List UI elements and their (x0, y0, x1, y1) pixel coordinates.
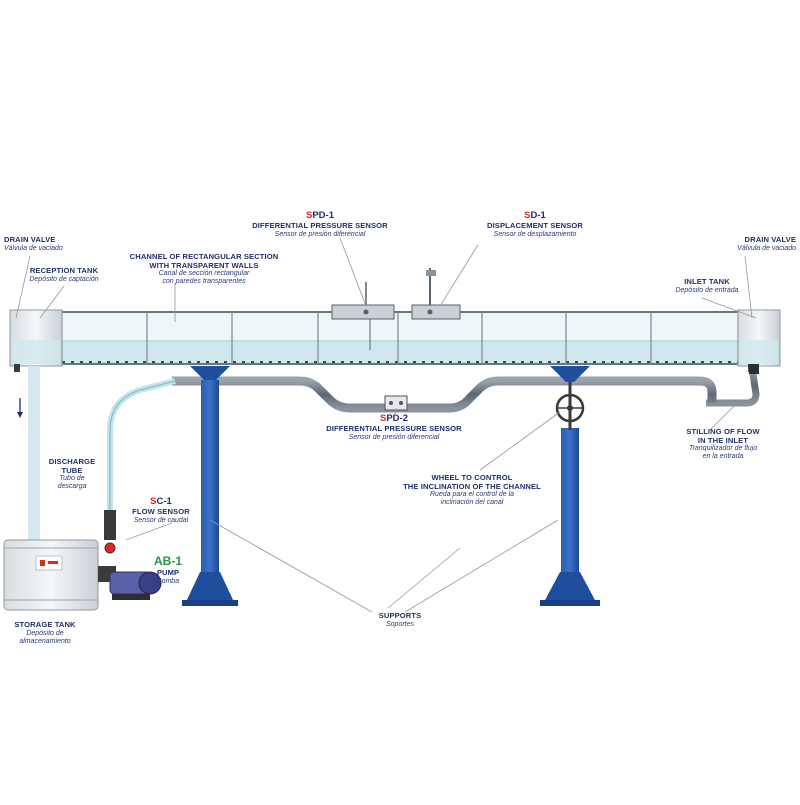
label-sd1: SD-1 DISPLACEMENT SENSOR Sensor de despl… (487, 210, 583, 238)
leader-lines (15, 237, 757, 613)
label-stilling: STILLING OF FLOW IN THE INLET Tranquiliz… (686, 427, 760, 461)
spd1-sensor (331, 282, 395, 350)
label-channel: CHANNEL OF RECTANGULAR SECTION WITH TRAN… (129, 252, 279, 286)
label-discharge-tube: DISCHARGE TUBE Tubo de descarga (48, 457, 96, 491)
label-sc1: SC-1 FLOW SENSOR Sensor de caudal (132, 496, 190, 524)
support-left (182, 366, 238, 606)
drain-valve-left (14, 364, 20, 372)
flexible-tube-edge (109, 380, 176, 540)
label-spd2: SPD-2 DIFFERENTIAL PRESSURE SENSOR Senso… (326, 413, 462, 441)
pump (98, 566, 162, 600)
label-spd1: SPD-1 DIFFERENTIAL PRESSURE SENSOR Senso… (252, 210, 388, 238)
stilling-pipe (706, 367, 760, 407)
label-inlet-tank: INLET TANK Depósito de entrada (675, 277, 739, 294)
spd2-sensor (384, 395, 408, 411)
label-ab1: AB-1 PUMP Bomba (153, 554, 182, 585)
reception-tank (9, 309, 63, 367)
flow-sensor (104, 510, 116, 554)
return-pipe (172, 376, 717, 413)
inclination-wheel (555, 382, 585, 430)
sd1-sensor (411, 268, 461, 320)
label-supports: SUPPORTS Soportes (378, 611, 422, 628)
label-drain-valve-right: DRAIN VALVE Válvula de vaciado (737, 235, 796, 252)
label-reception-tank: RECEPTION TANK Depósito de captación (29, 266, 99, 283)
storage-tank (3, 539, 99, 611)
label-storage-tank: STORAGE TANK Depósito de almacenamiento (14, 620, 76, 645)
label-wheel: WHEEL TO CONTROL THE INCLINATION OF THE … (403, 473, 541, 507)
inlet-tank (737, 309, 781, 367)
flow-arrow (17, 398, 23, 418)
channel-water (62, 341, 738, 363)
label-drain-valve-left: DRAIN VALVE Válvula de vaciado (4, 235, 63, 252)
discharge-tube (28, 366, 40, 544)
inlet-fitting (749, 364, 759, 374)
support-right (540, 366, 600, 606)
channel (9, 311, 781, 365)
